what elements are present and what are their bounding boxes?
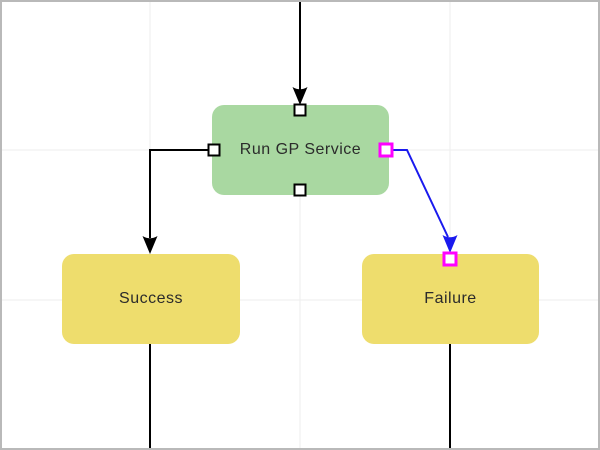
port-handle-left[interactable]: [207, 143, 221, 157]
port-handle-bottom[interactable]: [293, 183, 307, 197]
node-failure[interactable]: Failure: [362, 254, 539, 344]
edge-run-gp-service-to-failure[interactable]: [392, 149, 458, 253]
node-success[interactable]: Success: [62, 254, 240, 344]
node-run-gp-service[interactable]: Run GP Service: [212, 105, 389, 195]
edge-top-into-run-gp-service[interactable]: [292, 0, 308, 105]
selected-edge-target-handle[interactable]: [442, 251, 458, 267]
selected-edge-source-handle[interactable]: [378, 142, 394, 158]
arrowhead-down-icon: [142, 236, 158, 254]
port-handle-top[interactable]: [293, 103, 307, 117]
arrowhead-down-icon: [442, 235, 458, 253]
edge-run-gp-service-to-success[interactable]: [142, 149, 214, 254]
node-failure-label: Failure: [424, 290, 477, 307]
edge-line[interactable]: [392, 149, 449, 238]
arrowhead-down-icon: [292, 87, 308, 105]
edge-line[interactable]: [149, 149, 213, 238]
node-run-gp-service-label: Run GP Service: [239, 141, 362, 158]
node-success-label: Success: [119, 290, 183, 307]
